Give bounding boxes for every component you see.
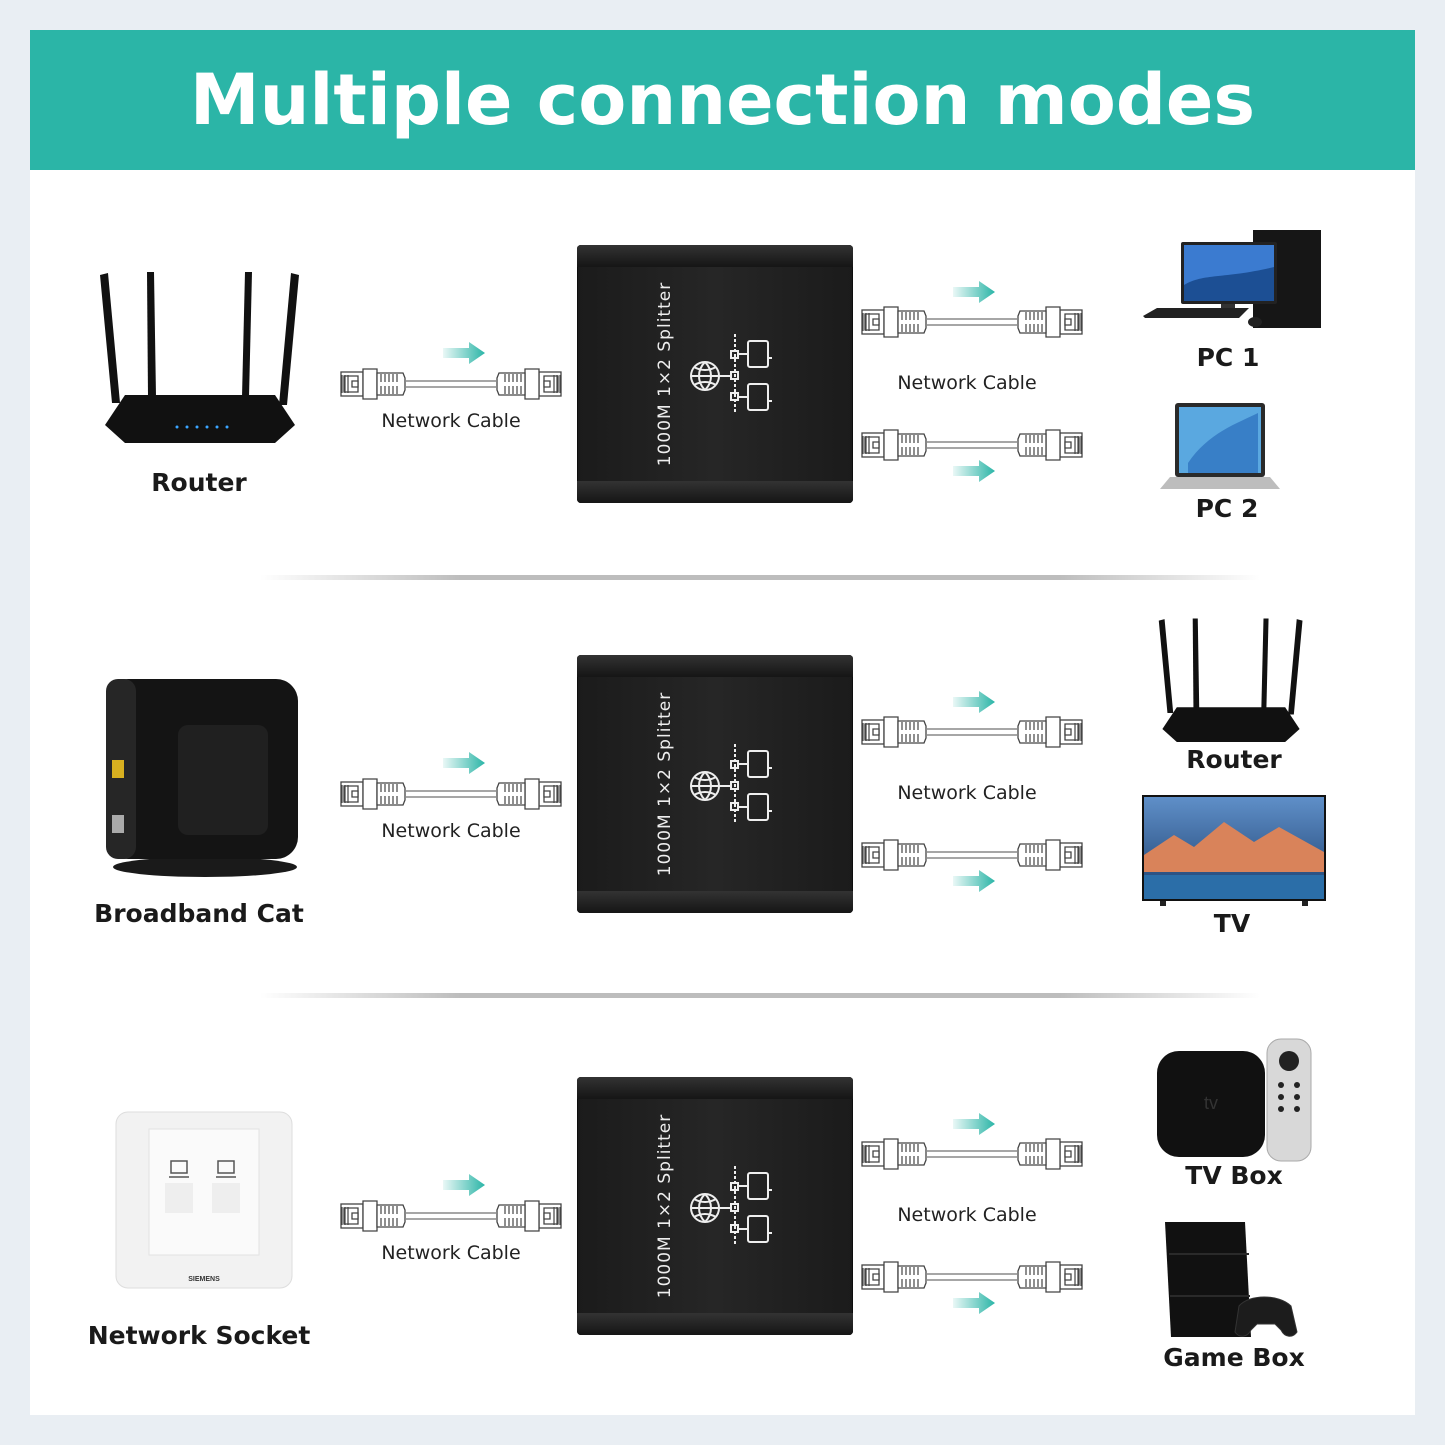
svg-text:tv: tv (1204, 1093, 1218, 1113)
tv-box-icon: tv (1157, 1038, 1312, 1162)
cable-label: Network Cable (381, 410, 521, 432)
modem-icon (106, 679, 298, 877)
arrow-right-icon (443, 342, 485, 364)
output-label: PC 1 (1196, 343, 1260, 372)
arrow-right-icon (953, 691, 995, 713)
cable-label: Network Cable (897, 1204, 1037, 1226)
arrow-right-icon (953, 1292, 995, 1314)
network-cable-icon (861, 1137, 1083, 1171)
connection-row-3: SIEMENS Network Socket Network Cable 100… (0, 1038, 1445, 1377)
network-cable-icon (861, 1260, 1083, 1294)
source-label: Router (151, 468, 247, 497)
ethernet-splitter: 1000M 1×2 Splitter (577, 1077, 853, 1335)
splitter-label: 1000M 1×2 Splitter (655, 691, 675, 877)
network-topology-icon (689, 329, 779, 419)
cable-label: Network Cable (381, 1242, 521, 1264)
output-label: Router (1186, 745, 1282, 774)
network-cable-icon (861, 428, 1083, 462)
source-label: Network Socket (87, 1321, 311, 1350)
svg-text:SIEMENS: SIEMENS (188, 1276, 220, 1283)
wall-socket-icon: SIEMENS (115, 1111, 293, 1289)
section-divider (260, 575, 1260, 580)
arrow-right-icon (953, 460, 995, 482)
arrow-right-icon (443, 1174, 485, 1196)
ethernet-splitter: 1000M 1×2 Splitter (577, 245, 853, 503)
router-icon (100, 272, 299, 443)
network-cable-icon (340, 777, 562, 811)
cable-label: Network Cable (897, 372, 1037, 394)
cable-label: Network Cable (897, 782, 1037, 804)
output-label: PC 2 (1195, 494, 1259, 523)
game-console-icon (1165, 1222, 1298, 1337)
output-label: Game Box (1163, 1343, 1305, 1372)
network-topology-icon (689, 1161, 779, 1251)
splitter-label: 1000M 1×2 Splitter (655, 1113, 675, 1299)
arrow-right-icon (953, 281, 995, 303)
connection-row-1: Router Network Cable 1000M 1×2 Splitter … (0, 230, 1445, 545)
arrow-right-icon (953, 1113, 995, 1135)
ethernet-splitter: 1000M 1×2 Splitter (577, 655, 853, 913)
output-label: TV Box (1185, 1161, 1283, 1190)
laptop-icon (1160, 403, 1280, 489)
source-label: Broadband Cat (94, 899, 304, 928)
output-label: TV (1213, 909, 1251, 938)
network-cable-icon (861, 715, 1083, 749)
section-divider (260, 993, 1260, 998)
network-cable-icon (861, 305, 1083, 339)
arrow-right-icon (443, 752, 485, 774)
network-topology-icon (689, 739, 779, 829)
network-cable-icon (340, 1199, 562, 1233)
tv-icon (1142, 795, 1326, 906)
network-cable-icon (340, 367, 562, 401)
connection-row-2: Broadband Cat Network Cable 1000M 1×2 Sp… (0, 618, 1445, 955)
cable-label: Network Cable (381, 820, 521, 842)
splitter-label: 1000M 1×2 Splitter (655, 281, 675, 467)
router-icon (1158, 618, 1303, 742)
arrow-right-icon (953, 870, 995, 892)
desktop-pc-icon (1143, 230, 1321, 328)
header-banner: Multiple connection modes (30, 30, 1415, 170)
network-cable-icon (861, 838, 1083, 872)
page-title: Multiple connection modes (189, 59, 1256, 141)
